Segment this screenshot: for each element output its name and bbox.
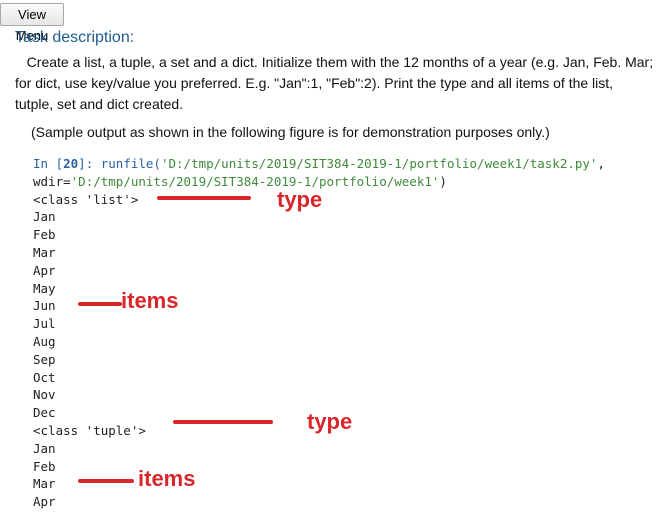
items-annotation-label-1: items	[121, 288, 179, 313]
close-paren: )	[439, 173, 447, 189]
task-description-text: Create a list, a tuple, a set and a dict…	[15, 54, 654, 112]
type-annotation-line-2	[173, 420, 273, 424]
output-line: Jan	[33, 209, 56, 225]
items-annotation-line-2	[78, 479, 134, 483]
view-menu-button[interactable]: View Menu	[0, 3, 64, 43]
prompt-prefix: In [	[33, 156, 64, 171]
console-output: In [20]: runfile('D:/tmp/units/2019/SIT3…	[33, 155, 605, 511]
output-line: <class 'tuple'>	[33, 422, 146, 438]
output-line: Feb	[33, 458, 56, 474]
task-description: Create a list, a tuple, a set and a dict…	[15, 52, 655, 115]
console-command-line: In [20]: runfile('D:/tmp/units/2019/SIT3…	[33, 156, 605, 171]
sample-note: (Sample output as shown in the following…	[31, 124, 550, 140]
output-line: <class 'list'>	[33, 191, 139, 207]
output-line: Oct	[33, 369, 56, 385]
type-annotation-label-1: type	[277, 187, 323, 212]
output-line: Jan	[33, 440, 56, 456]
output-line: Apr	[33, 262, 56, 278]
output-line: Apr	[33, 494, 56, 510]
items-annotation-label-2: items	[138, 466, 196, 491]
type-annotation-line-1	[157, 196, 251, 200]
output-line: Sep	[33, 351, 56, 367]
output-line: Mar	[33, 476, 56, 492]
file-path: 'D:/tmp/units/2019/SIT384-2019-1/portfol…	[160, 156, 598, 171]
output-line: Mar	[33, 244, 56, 260]
wdir-path: 'D:/tmp/units/2019/SIT384-2019-1/portfol…	[70, 173, 440, 189]
comma: ,	[597, 156, 605, 171]
console-wdir-line: wdir='D:/tmp/units/2019/SIT384-2019-1/po…	[33, 174, 447, 189]
task-description-indent	[15, 54, 27, 70]
task-heading: Task description:	[15, 29, 135, 46]
items-annotation-line-1	[78, 302, 122, 306]
output-line: May	[33, 280, 56, 296]
type-annotation-label-2: type	[307, 409, 353, 434]
output-line: Nov	[33, 387, 56, 403]
output-line: Aug	[33, 333, 56, 349]
wdir-label: wdir=	[33, 173, 71, 189]
prompt-suffix: ]: runfile(	[78, 156, 161, 171]
output-line: Jul	[33, 316, 56, 332]
prompt-number: 20	[63, 156, 79, 171]
output-line: Jun	[33, 298, 56, 314]
output-line: Feb	[33, 227, 56, 243]
output-line: Dec	[33, 405, 56, 421]
